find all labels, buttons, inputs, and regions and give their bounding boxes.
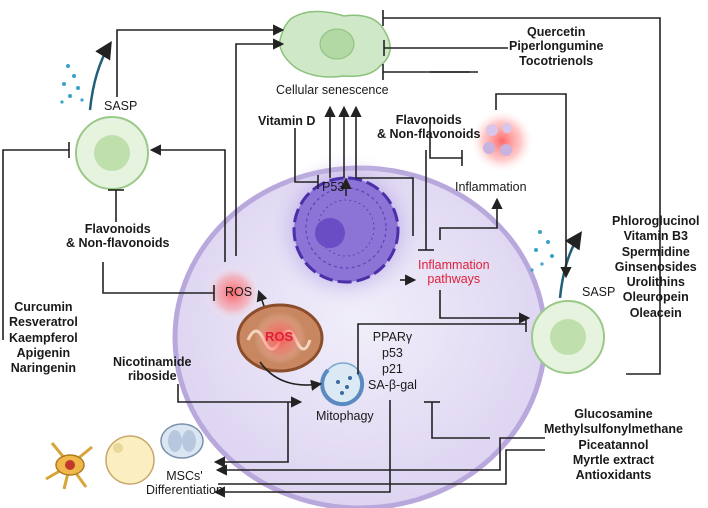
- compound-resveratrol: Resveratrol: [9, 315, 78, 330]
- mitophagy-label: Mitophagy: [316, 409, 374, 423]
- compound-naringenin: Naringenin: [10, 361, 77, 375]
- sasp-secretion-icon: [530, 230, 582, 299]
- inflammation-cells-icon: [470, 109, 534, 173]
- sasp-secretion-icon: [60, 41, 112, 111]
- inflammation-pathways-label: Inflammation pathways: [418, 258, 490, 287]
- nicotinamide-line-2: riboside: [127, 369, 177, 384]
- compound-apigenin: Apigenin: [16, 345, 71, 360]
- compound-glucosamine: Glucosamine: [574, 407, 653, 421]
- secretory-cell-icon: [531, 300, 605, 374]
- nicotinamide-label: Nicotinamide riboside: [113, 355, 192, 384]
- neuron-like-cell-icon: [45, 442, 93, 490]
- compound-curcumin: Curcumin: [14, 300, 73, 314]
- compound-piperlongumine: Piperlongumine: [509, 39, 604, 54]
- sasp-right-label: SASP: [582, 285, 616, 299]
- mitochondrion-icon: [236, 303, 324, 373]
- cellular-senescence-label: Cellular senescence: [276, 83, 389, 97]
- compound-myrtle-extract: Myrtle extract: [572, 452, 655, 467]
- marker-sa-beta-gal: SA-β-gal: [368, 378, 417, 392]
- markers-list: PPARγ p53 p21 SA-β-gal: [368, 329, 417, 393]
- nucleus-icon: [268, 152, 424, 308]
- chondrocyte-icon: [160, 423, 204, 459]
- marker-p21: p21: [382, 362, 403, 376]
- marker-pparg: PPARγ: [372, 330, 413, 344]
- pathway-connectors: [2, 10, 661, 498]
- compounds-bottom-right: Glucosamine Methylsulfonylmethane Piceat…: [544, 407, 683, 483]
- compound-methylsulfonylmethane: Methylsulfonylmethane: [544, 422, 683, 437]
- flavonoids-left-line-1: Flavonoids: [84, 222, 151, 236]
- compounds-left: Curcumin Resveratrol Kaempferol Apigenin…: [9, 300, 78, 376]
- ros-mitochondrion-label: ROS: [265, 329, 294, 344]
- mitophagy-icon: [320, 362, 365, 407]
- compound-tocotrienols: Tocotrienols: [519, 53, 594, 68]
- ros-label: ROS: [225, 285, 253, 299]
- compound-ginsenosides: Ginsenosides: [614, 259, 697, 274]
- compound-urolithins: Urolithins: [626, 275, 685, 289]
- adipocyte-icon: [105, 435, 155, 485]
- compounds-top-right: Quercetin Piperlongumine Tocotrienols: [509, 25, 603, 68]
- mscs-differentiation-label: MSCs' Differentiation: [146, 469, 223, 498]
- senescent-cell-icon: [279, 10, 391, 78]
- mscs-line-2: Differentiation: [146, 483, 223, 498]
- compounds-right: Phloroglucinol Vitamin B3 Spermidine Gin…: [612, 214, 700, 321]
- compound-quercetin: Quercetin: [527, 25, 586, 39]
- inflammation-pathways-line-1: Inflammation: [418, 258, 490, 272]
- vitamin-d-label: Vitamin D: [258, 114, 316, 128]
- compound-oleuropein: Oleuropein: [622, 290, 689, 305]
- p53-upper-label: P53: [322, 180, 345, 194]
- inflammation-pathways-line-2: pathways: [427, 272, 481, 287]
- nicotinamide-line-1: Nicotinamide: [113, 355, 192, 369]
- flavonoids-top-label: Flavonoids & Non-flavonoids: [377, 113, 480, 142]
- mscs-line-1: MSCs': [166, 469, 203, 483]
- compound-phloroglucinol: Phloroglucinol: [612, 214, 700, 228]
- compound-oleacein: Oleacein: [629, 305, 682, 320]
- inflammation-label: Inflammation: [455, 180, 527, 194]
- flavonoids-left-line-2: & Non-flavonoids: [66, 236, 170, 251]
- flavonoids-top-line-2: & Non-flavonoids: [377, 127, 481, 142]
- compound-kaempferol: Kaempferol: [9, 330, 78, 345]
- sasp-left-label: SASP: [104, 99, 138, 113]
- flavonoids-top-line-1: Flavonoids: [395, 113, 462, 127]
- secretory-cell-icon: [75, 116, 149, 190]
- ros-glow: [205, 265, 261, 321]
- compound-vitamin-b3: Vitamin B3: [623, 229, 688, 244]
- compound-piceatannol: Piceatannol: [578, 437, 649, 452]
- compound-antioxidants: Antioxidants: [575, 468, 652, 482]
- marker-p53: p53: [382, 346, 403, 360]
- compound-spermidine: Spermidine: [621, 244, 690, 259]
- flavonoids-left-label: Flavonoids & Non-flavonoids: [66, 222, 169, 251]
